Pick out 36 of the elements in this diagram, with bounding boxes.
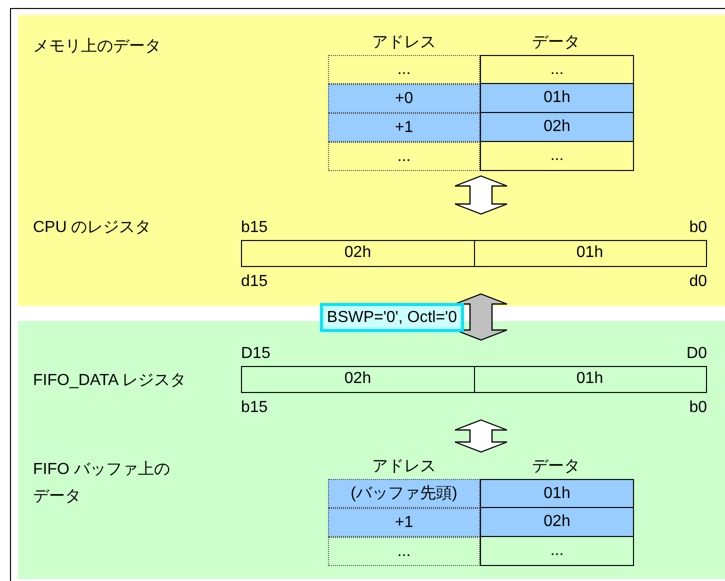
bit-label: d0 <box>689 273 707 291</box>
table-cell: +1 <box>328 508 480 537</box>
register-field: 01h <box>474 241 705 266</box>
table-cell: ... <box>480 536 634 566</box>
section-label: FIFO_DATA レジスタ <box>33 371 188 391</box>
bit-label: D15 <box>241 345 270 363</box>
column-header: アドレス <box>371 33 437 53</box>
table-cell: 01h <box>480 83 634 113</box>
register-field: 02h <box>242 367 474 392</box>
section-label: FIFO バッファ上のデータ <box>33 460 171 507</box>
bit-label: d15 <box>241 273 268 291</box>
table-cell: 02h <box>480 112 634 142</box>
register-field: 01h <box>474 367 705 392</box>
table-cell: ... <box>328 142 480 171</box>
column-header: アドレス <box>371 457 437 477</box>
table-cell: 02h <box>480 507 634 537</box>
double-arrow <box>454 293 508 341</box>
bit-label: b15 <box>241 399 268 417</box>
table-cell: +1 <box>328 113 480 142</box>
column-header: データ <box>531 33 581 53</box>
section-label: メモリ上のデータ <box>33 36 162 57</box>
table-cell: ... <box>480 141 634 171</box>
table-cell: ... <box>328 537 480 566</box>
table-cell: 01h <box>480 479 634 508</box>
double-arrow <box>454 419 508 453</box>
bit-label: D0 <box>686 345 707 363</box>
table-cell: (バッファ先頭) <box>328 479 480 508</box>
double-arrow <box>454 175 508 215</box>
table-cell: +0 <box>328 84 480 113</box>
edge-label: BSWP='0', Octl='0 <box>320 303 464 332</box>
bit-label: b0 <box>689 399 707 417</box>
section-label: CPU のレジスタ <box>33 218 152 238</box>
column-header: データ <box>531 457 581 477</box>
register-field: 02h <box>242 241 474 266</box>
bit-label: b15 <box>241 219 268 237</box>
bit-label: b0 <box>689 219 707 237</box>
